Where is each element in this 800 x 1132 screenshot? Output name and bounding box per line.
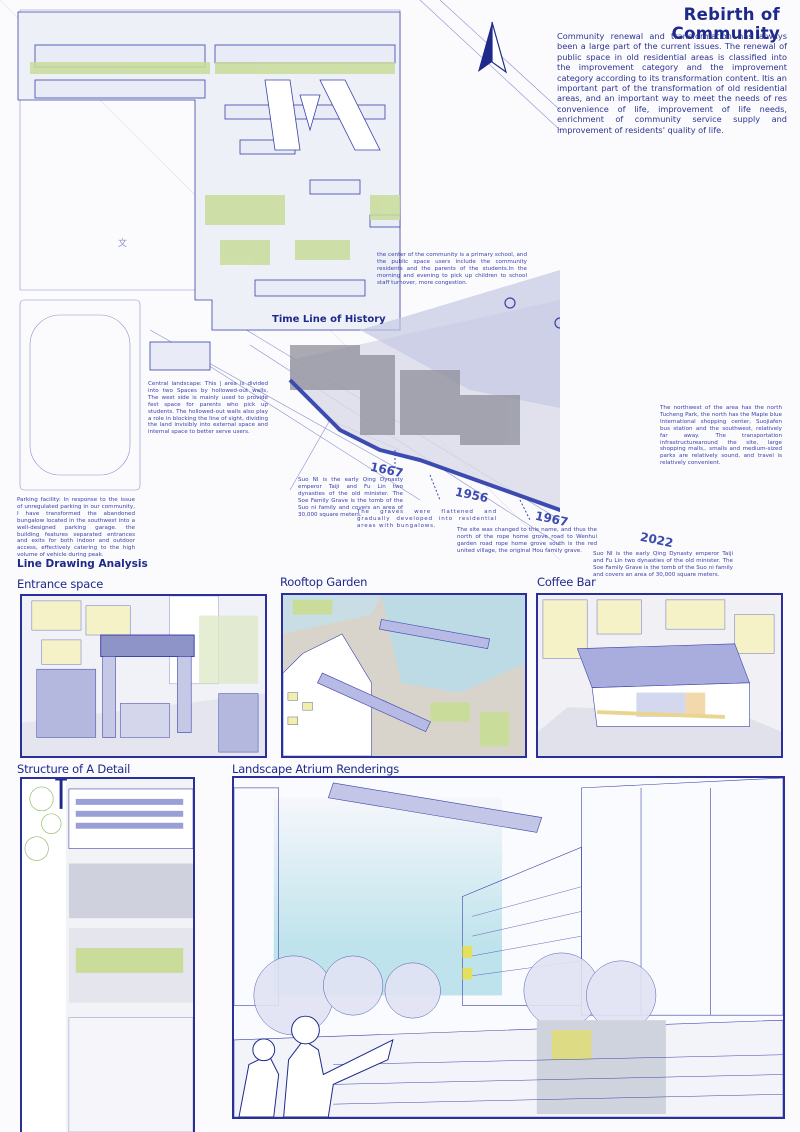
- timeline-event-text: The graves were flattened and gradually …: [357, 509, 497, 529]
- coffee-bar-rendering: [536, 593, 783, 758]
- atrium-rendering: [232, 776, 785, 1119]
- rooftop-heading: Rooftop Garden: [280, 575, 368, 589]
- atrium-heading: Landscape Atrium Renderings: [232, 762, 399, 776]
- rooftop-garden-rendering: [281, 593, 527, 758]
- timeline-event-text: Suo NI is the early Qing Dynasty emperor…: [593, 551, 733, 578]
- school-note: the center of the community is a primary…: [377, 252, 527, 286]
- map-glyph: 文: [118, 237, 127, 249]
- location-pin-icon: [504, 297, 560, 329]
- north-arrow-icon: [478, 21, 508, 74]
- central-landscape-note: Central landscape: This | area is divide…: [148, 381, 268, 436]
- people-figures: [238, 1015, 394, 1117]
- page-title: Rebirth of Community: [671, 5, 780, 43]
- coffee-heading: Coffee Bar: [537, 575, 596, 589]
- line-drawing-heading: Line Drawing Analysis: [17, 558, 148, 570]
- entrance-heading: Entrance space: [17, 577, 104, 591]
- timeline-event-text: Suo NI is the early Qing Dynasty emperor…: [298, 477, 403, 518]
- intro-paragraph: Community renewal and transformation has…: [557, 31, 787, 135]
- entrance-rendering: [20, 594, 267, 758]
- structure-heading: Structure of A Detail: [17, 762, 131, 776]
- timeline-event-text: The site was changed to this name, and t…: [457, 527, 597, 554]
- site-plan: 文: [0, 0, 560, 560]
- year-label: 2022: [638, 529, 675, 551]
- timeline-label: Time Line of History: [272, 314, 386, 325]
- northwest-note: The northwest of the area has the north …: [660, 405, 782, 467]
- structure-detail-rendering: [20, 777, 195, 1132]
- parking-note: Parking facility: In response to the iss…: [17, 497, 135, 559]
